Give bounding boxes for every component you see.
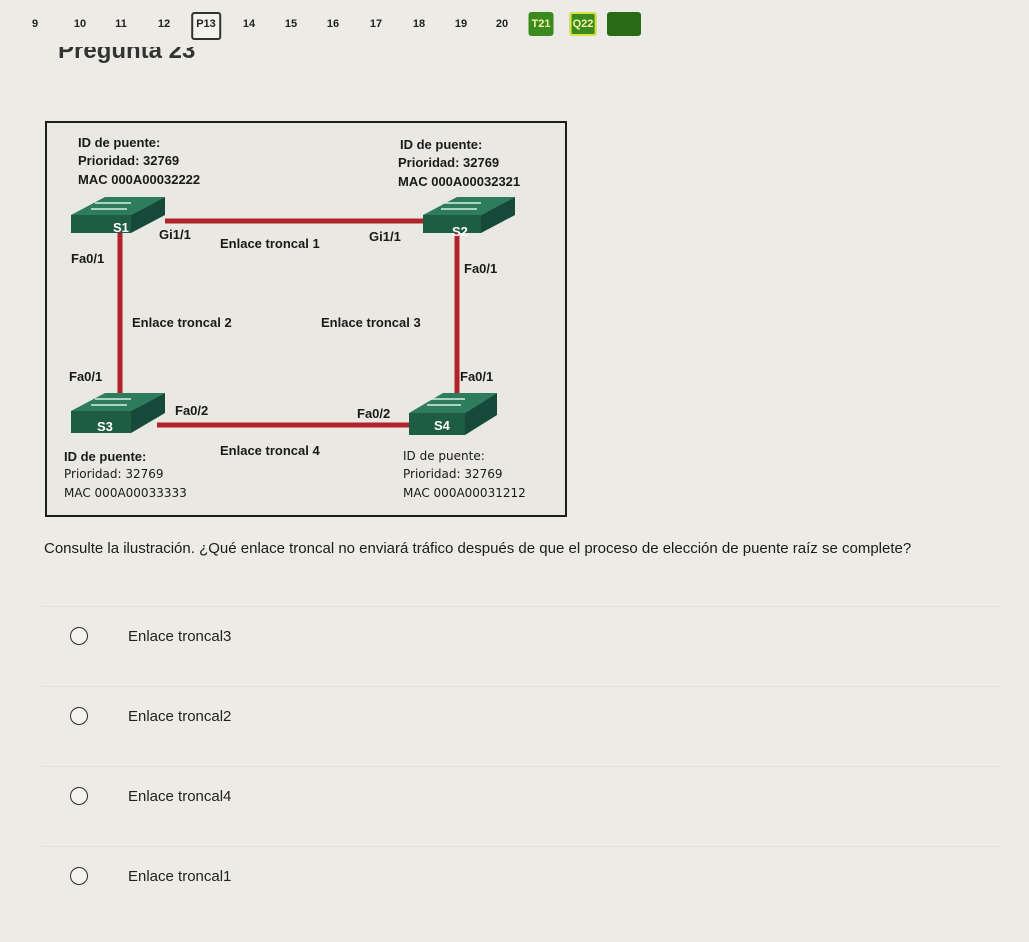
s3-bridge-id-label: ID de puente: (64, 449, 147, 464)
s2-mac: MAC 000A00032321 (398, 174, 521, 189)
s1-fa01-port: Fa0/1 (71, 251, 105, 266)
s2-gi-port: Gi1/1 (369, 229, 401, 244)
s4-mac: MAC 000A00031212 (403, 486, 526, 500)
answer-option-label[interactable]: Enlace troncal4 (128, 788, 232, 805)
s4-fa02-port: Fa0/2 (357, 406, 391, 421)
s1-name: S1 (113, 220, 129, 235)
question-navigator: 9 10 11 12 P13 14 15 16 17 18 19 20 T21 … (0, 0, 1029, 40)
s2-name: S2 (452, 224, 468, 239)
nav-question-21[interactable]: T21 (528, 12, 554, 36)
nav-question-10[interactable]: 10 (73, 18, 87, 30)
answer-option[interactable]: Enlace troncal4 (42, 766, 1002, 824)
answer-option-label[interactable]: Enlace troncal3 (128, 628, 232, 645)
trunk-3-label: Enlace troncal 3 (321, 315, 421, 330)
s1-priority: Prioridad: 32769 (78, 153, 180, 168)
nav-question-22[interactable]: Q22 (569, 12, 597, 36)
nav-question-23[interactable] (607, 12, 641, 36)
radio-button[interactable] (70, 627, 88, 645)
nav-question-19[interactable]: 19 (454, 18, 468, 30)
switch-s3-icon (71, 393, 165, 433)
nav-question-11[interactable]: 11 (115, 18, 127, 30)
trunk-2-label: Enlace troncal 2 (132, 315, 232, 330)
nav-question-16[interactable]: 16 (326, 18, 340, 30)
radio-button[interactable] (70, 707, 88, 725)
nav-question-14[interactable]: 14 (242, 18, 256, 30)
network-exhibit: ID de puente: Prioridad: 32769 MAC 000A0… (45, 121, 567, 517)
s4-bridge-id-label: ID de puente: (403, 449, 485, 463)
nav-question-13[interactable]: P13 (191, 12, 221, 40)
s1-gi-port: Gi1/1 (159, 227, 191, 242)
nav-question-20[interactable]: 20 (495, 18, 509, 30)
s4-fa01-port: Fa0/1 (460, 369, 494, 384)
switch-s4-icon (409, 393, 497, 435)
nav-question-17[interactable]: 17 (369, 18, 383, 30)
s4-name: S4 (434, 418, 450, 433)
answer-option[interactable]: Enlace troncal1 (42, 846, 1002, 904)
nav-question-12[interactable]: 12 (157, 18, 171, 30)
topology-diagram (71, 197, 515, 435)
switch-s1-icon (71, 197, 165, 233)
nav-question-18[interactable]: 18 (412, 18, 426, 30)
s3-mac: MAC 000A00033333 (64, 486, 187, 500)
radio-button[interactable] (70, 867, 88, 885)
question-title: Pregunta 23 (58, 37, 196, 64)
s3-fa01-port: Fa0/1 (69, 369, 103, 384)
nav-question-9[interactable]: 9 (31, 18, 39, 30)
trunk-4-label: Enlace troncal 4 (220, 443, 320, 458)
switch-s2-icon (423, 197, 515, 233)
s3-priority: Prioridad: 32769 (64, 467, 164, 481)
trunk-1-label: Enlace troncal 1 (220, 236, 320, 251)
radio-button[interactable] (70, 787, 88, 805)
s3-fa02-port: Fa0/2 (175, 403, 209, 418)
answer-option-label[interactable]: Enlace troncal2 (128, 708, 232, 725)
answer-option[interactable]: Enlace troncal3 (42, 606, 1002, 664)
s1-mac: MAC 000A00032222 (78, 172, 201, 187)
answer-option-label[interactable]: Enlace troncal1 (128, 868, 232, 885)
s1-bridge-id-label: ID de puente: (78, 135, 161, 150)
s2-fa01-port: Fa0/1 (464, 261, 498, 276)
nav-question-15[interactable]: 15 (284, 18, 298, 30)
s3-name: S3 (97, 419, 113, 434)
answer-option[interactable]: Enlace troncal2 (42, 686, 1002, 744)
s4-priority: Prioridad: 32769 (403, 467, 503, 481)
s2-priority: Prioridad: 32769 (398, 155, 500, 170)
question-text: Consulte la ilustración. ¿Qué enlace tro… (44, 540, 912, 557)
s2-bridge-id-label: ID de puente: (400, 137, 483, 152)
